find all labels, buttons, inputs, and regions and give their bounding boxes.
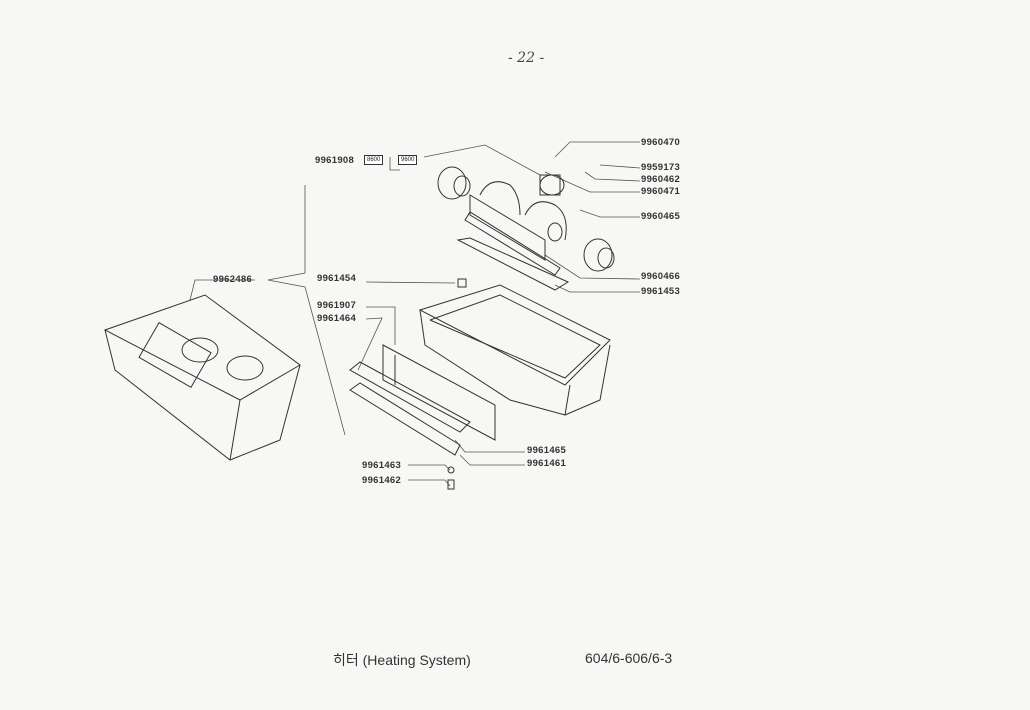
part-label: 9961908 <box>315 155 355 166</box>
footer-title: 히터 (Heating System) <box>333 652 471 668</box>
part-label: 9960465 <box>641 211 681 222</box>
variant-box-8600: 8600 <box>364 155 384 165</box>
part-label: 9959173 <box>641 162 681 173</box>
washer <box>447 466 455 474</box>
part-label: 9961464 <box>317 313 357 324</box>
fan-wheel-left <box>437 166 471 200</box>
heater-case-right <box>418 284 611 416</box>
blower-motor <box>539 174 565 196</box>
part-label: 9961465 <box>527 445 567 456</box>
fan-housing <box>464 181 567 276</box>
part-label: 9961461 <box>527 458 567 469</box>
frame-lower <box>349 382 461 456</box>
part-label: 9961462 <box>362 475 402 486</box>
part-label: 9961453 <box>641 286 681 297</box>
part-label: 9960470 <box>641 137 681 148</box>
leader-lines <box>189 141 641 487</box>
grommet <box>457 278 467 288</box>
screw <box>447 479 455 490</box>
variant-box-9600: 9600 <box>398 155 418 165</box>
fan-wheel-right <box>583 238 615 272</box>
heater-assembled-left <box>103 294 301 461</box>
frame-upper <box>349 361 471 433</box>
part-label: 9962486 <box>213 274 253 285</box>
part-label: 9961463 <box>362 460 402 471</box>
part-label: 9961907 <box>317 300 357 311</box>
part-label: 9961454 <box>317 273 357 284</box>
filter-grille <box>382 344 496 441</box>
part-label: 9960471 <box>641 186 681 197</box>
part-label: 9960466 <box>641 271 681 282</box>
footer-model: 604/6-606/6-3 <box>585 650 673 666</box>
part-label: 9960462 <box>641 174 681 185</box>
page-number: - 22 - <box>508 50 545 66</box>
cover-plate <box>456 237 570 291</box>
